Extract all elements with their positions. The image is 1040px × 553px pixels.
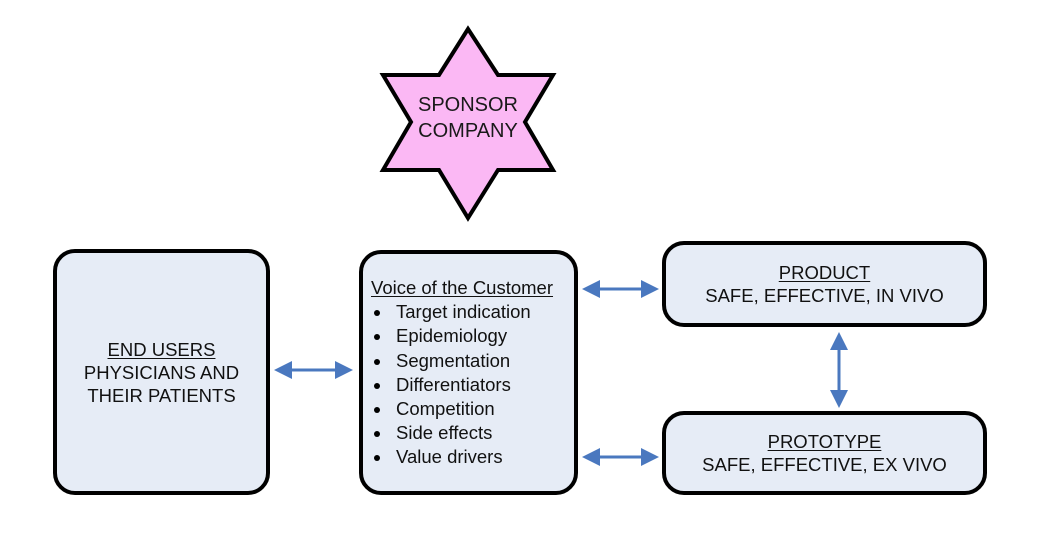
list-item: Side effects — [371, 421, 574, 445]
list-item: Differentiators — [371, 373, 574, 397]
sponsor-line-1: SPONSOR — [417, 94, 519, 116]
prototype-title: PROTOTYPE — [767, 431, 882, 452]
arrow-endusers-voc — [274, 361, 353, 379]
arrow-voc-product — [582, 280, 659, 298]
list-item: Epidemiology — [371, 324, 574, 348]
end-users-box: END USERS PHYSICIANS AND THEIR PATIENTS — [53, 249, 270, 495]
product-subtitle: SAFE, EFFECTIVE, IN VIVO — [705, 285, 944, 306]
list-item: Target indication — [371, 300, 574, 324]
end-users-title: END USERS — [107, 338, 216, 360]
voice-of-customer-box: Voice of the Customer Target indication … — [359, 250, 578, 495]
list-item: Value drivers — [371, 445, 574, 469]
product-title: PRODUCT — [778, 262, 871, 283]
prototype-box: PROTOTYPE SAFE, EFFECTIVE, EX VIVO — [662, 411, 987, 495]
prototype-subtitle: SAFE, EFFECTIVE, EX VIVO — [702, 454, 947, 475]
sponsor-line-2: COMPANY — [418, 120, 518, 142]
arrow-voc-prototype — [582, 448, 659, 466]
end-users-line-1: PHYSICIANS AND — [83, 361, 240, 383]
end-users-line-2: THEIR PATIENTS — [87, 384, 236, 406]
voc-list: Target indication Epidemiology Segmentat… — [371, 300, 574, 469]
product-box: PRODUCT SAFE, EFFECTIVE, IN VIVO — [662, 241, 987, 327]
list-item: Segmentation — [371, 349, 574, 373]
sponsor-company-label: SPONSOR COMPANY — [380, 92, 556, 144]
arrow-product-prototype — [830, 332, 848, 408]
voc-title: Voice of the Customer — [371, 277, 554, 298]
list-item: Competition — [371, 397, 574, 421]
